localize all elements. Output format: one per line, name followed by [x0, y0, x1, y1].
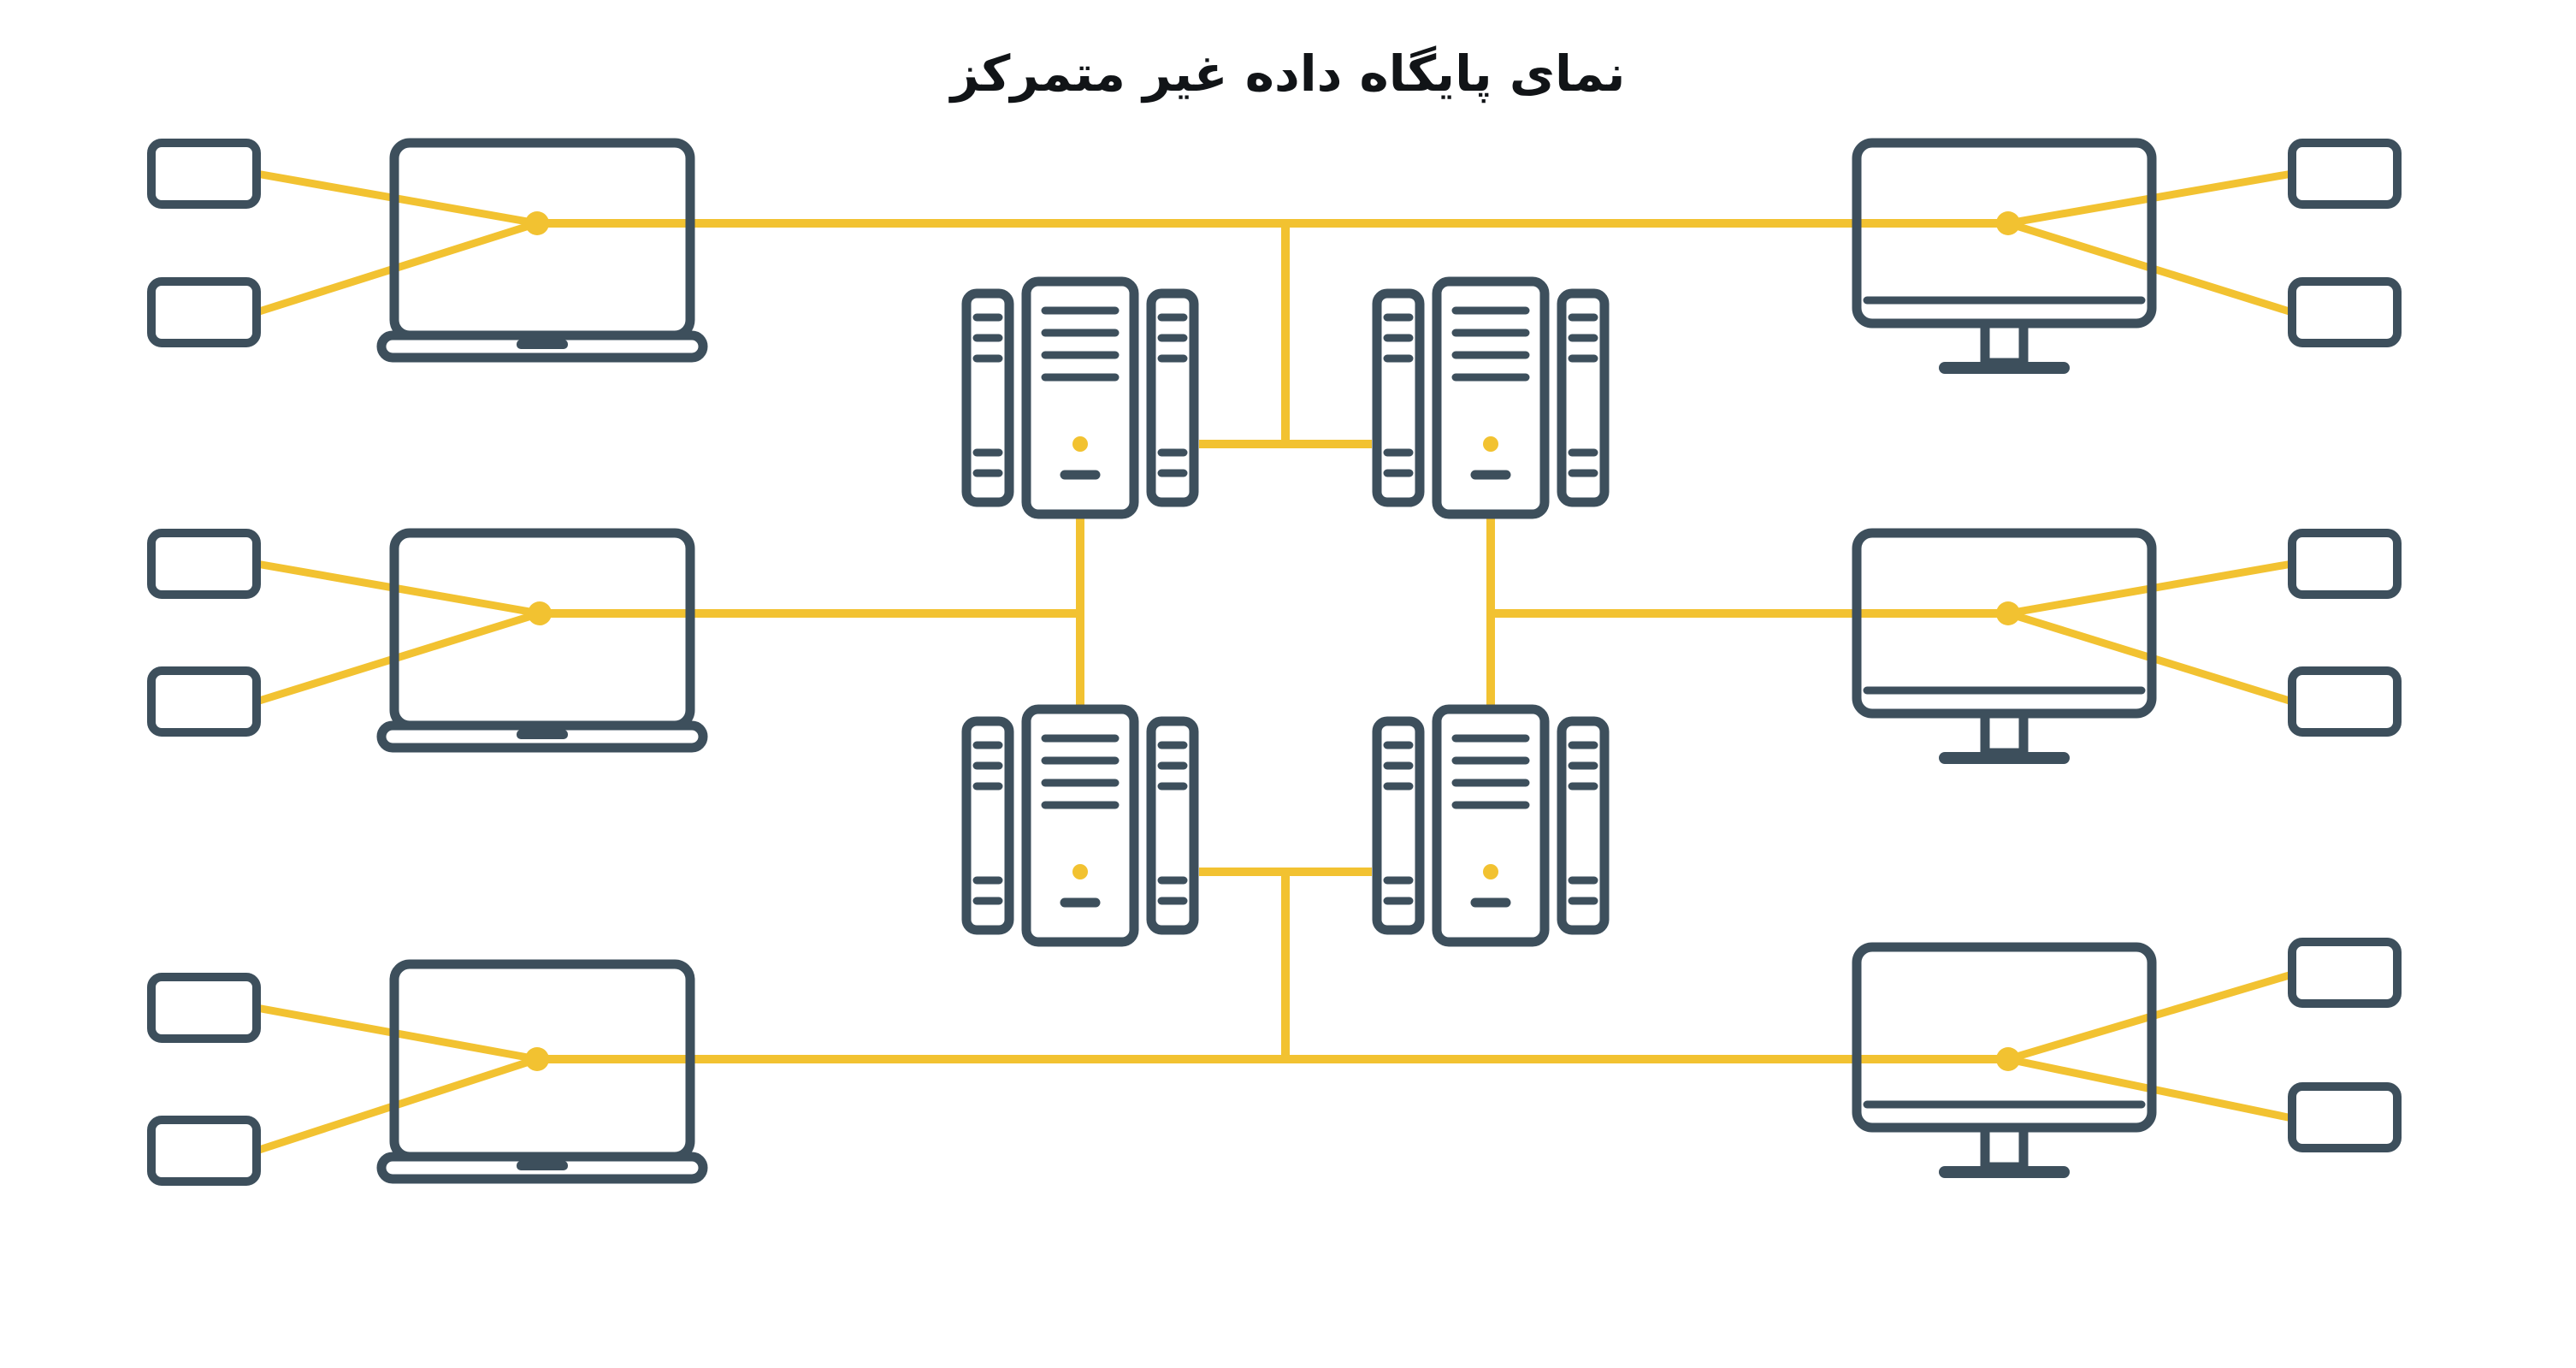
client-box-right-6	[2292, 1087, 2397, 1148]
server-top-left-icon	[966, 281, 1194, 514]
server-bottom-right-icon	[1377, 709, 1604, 942]
client-box-left-4	[151, 671, 257, 732]
laptop-top-icon	[381, 143, 703, 358]
client-box-right-4	[2292, 671, 2397, 732]
client-box-right-1	[2292, 143, 2397, 204]
hub-dot-monitor-bottom	[1996, 1047, 2020, 1071]
client-box-left-3	[151, 533, 257, 595]
diagram-title: نمای پایگاه داده غیر متمرکز	[950, 44, 1626, 103]
client-box-left-6	[151, 1120, 257, 1181]
hub-dot-laptop-middle	[528, 601, 552, 625]
server-top-right-icon	[1377, 281, 1604, 514]
client-box-left-1	[151, 143, 257, 204]
hub-dot-laptop-top	[525, 211, 549, 235]
hub-dot-monitor-middle	[1996, 601, 2020, 625]
hub-dot-monitor-top	[1996, 211, 2020, 235]
laptop-bottom-icon	[381, 964, 703, 1179]
client-box-left-2	[151, 281, 257, 343]
device-icons	[381, 143, 2152, 1179]
client-box-right-5	[2292, 942, 2397, 1004]
hub-dots	[525, 211, 2020, 1071]
hub-dot-laptop-bottom	[525, 1047, 549, 1071]
network-links	[537, 219, 2008, 1063]
client-box-left-5	[151, 977, 257, 1039]
client-box-right-2	[2292, 281, 2397, 343]
laptop-middle-icon	[381, 533, 703, 748]
client-box-right-3	[2292, 533, 2397, 595]
server-bottom-left-icon	[966, 709, 1194, 942]
